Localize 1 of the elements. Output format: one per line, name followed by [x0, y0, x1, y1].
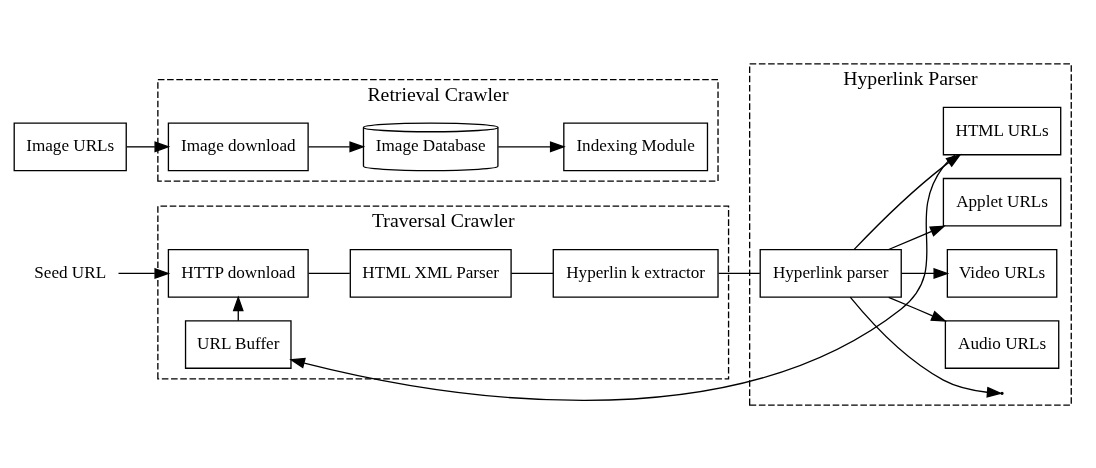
node-text: Seed URL — [34, 262, 107, 282]
